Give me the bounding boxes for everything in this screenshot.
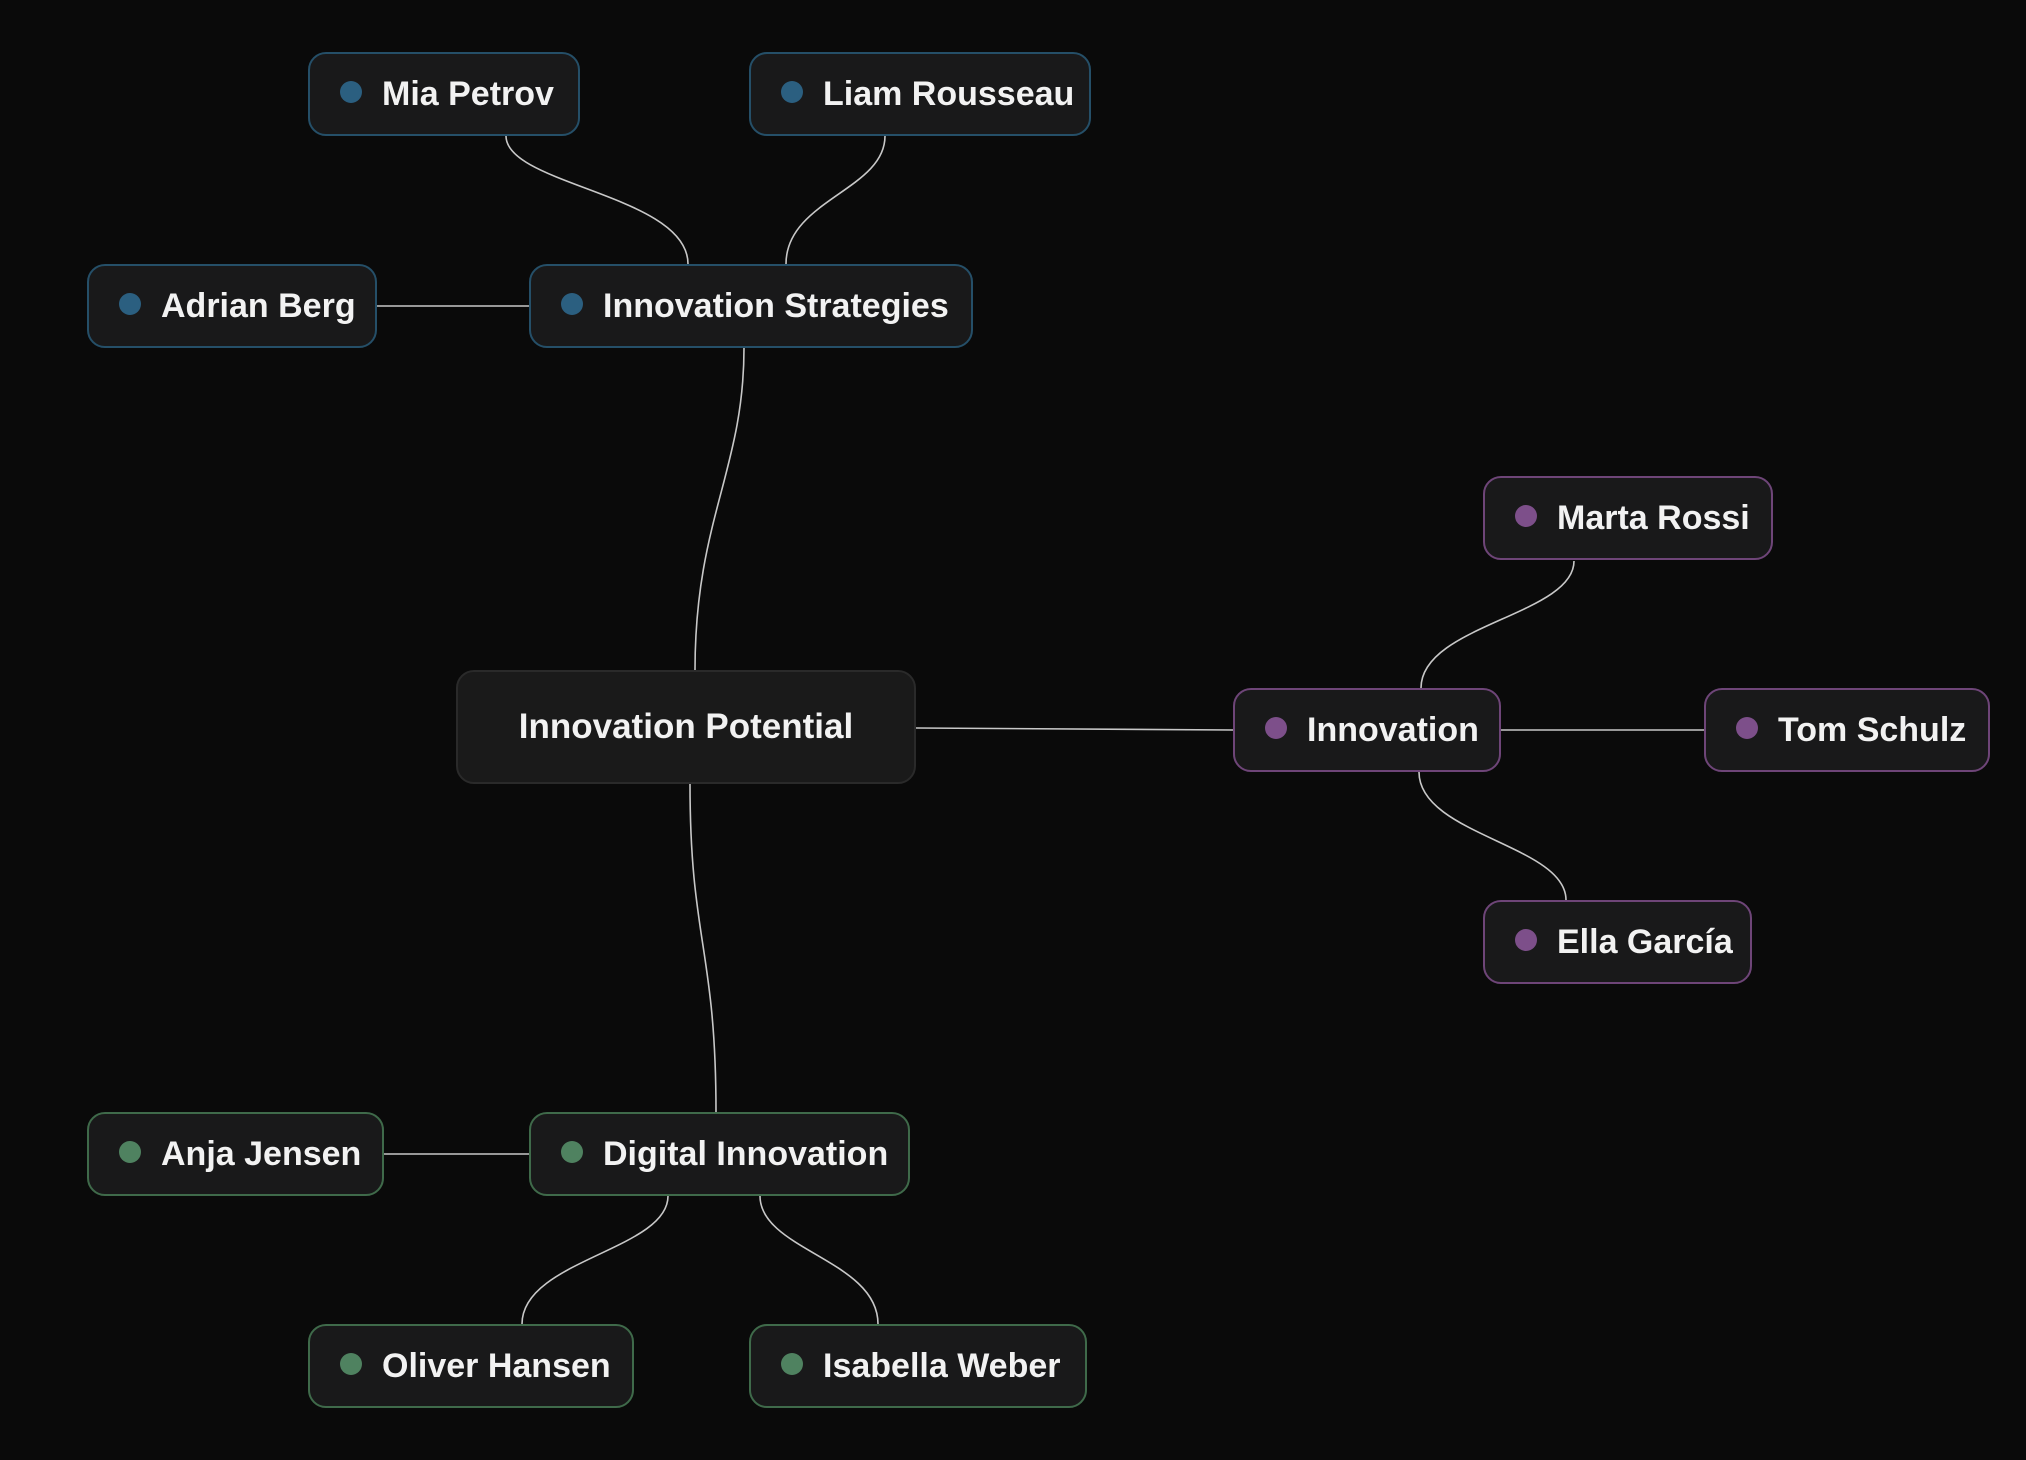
edge-strategies-liam-rousseau xyxy=(785,135,886,265)
edge-digital-oliver-hansen xyxy=(521,1195,669,1325)
branch-node-innovation-strategies[interactable]: Innovation Strategies xyxy=(529,264,973,348)
bullet-dot-icon xyxy=(561,293,583,315)
leaf-node-ella-garcia[interactable]: Ella García xyxy=(1483,900,1752,984)
leaf-node-label: Isabella Weber xyxy=(823,1346,1061,1385)
bullet-dot-icon xyxy=(1265,717,1287,739)
leaf-node-anja-jensen[interactable]: Anja Jensen xyxy=(87,1112,384,1196)
leaf-node-label: Liam Rousseau xyxy=(823,74,1075,113)
leaf-node-label: Anja Jensen xyxy=(161,1134,362,1173)
leaf-node-label: Marta Rossi xyxy=(1557,498,1750,537)
edge-innovation-marta-rossi xyxy=(1420,560,1575,689)
root-node[interactable]: Innovation Potential xyxy=(456,670,916,784)
edge-root-innovation xyxy=(915,727,1234,731)
bullet-dot-icon xyxy=(781,1353,803,1375)
bullet-dot-icon xyxy=(561,1141,583,1163)
leaf-node-label: Oliver Hansen xyxy=(382,1346,611,1385)
edge-root-innovation-strategies xyxy=(694,347,745,671)
leaf-node-isabella-weber[interactable]: Isabella Weber xyxy=(749,1324,1087,1408)
bullet-dot-icon xyxy=(119,1141,141,1163)
leaf-node-liam-rousseau[interactable]: Liam Rousseau xyxy=(749,52,1091,136)
bullet-dot-icon xyxy=(340,81,362,103)
bullet-dot-icon xyxy=(1736,717,1758,739)
leaf-node-label: Adrian Berg xyxy=(161,286,356,325)
bullet-dot-icon xyxy=(119,293,141,315)
edge-strategies-mia-petrov xyxy=(505,135,689,265)
branch-node-label: Innovation Strategies xyxy=(603,286,949,325)
bullet-dot-icon xyxy=(340,1353,362,1375)
leaf-node-label: Ella García xyxy=(1557,922,1733,961)
bullet-dot-icon xyxy=(1515,505,1537,527)
branch-node-label: Innovation xyxy=(1307,710,1479,749)
root-node-label: Innovation Potential xyxy=(518,707,854,746)
bullet-dot-icon xyxy=(1515,929,1537,951)
leaf-node-marta-rossi[interactable]: Marta Rossi xyxy=(1483,476,1773,560)
edge-digital-isabella-weber xyxy=(759,1195,879,1325)
leaf-node-tom-schulz[interactable]: Tom Schulz xyxy=(1704,688,1990,772)
edge-root-digital-innovation xyxy=(689,783,717,1113)
leaf-node-label: Tom Schulz xyxy=(1778,710,1967,749)
branch-node-digital-innovation[interactable]: Digital Innovation xyxy=(529,1112,910,1196)
leaf-node-adrian-berg[interactable]: Adrian Berg xyxy=(87,264,377,348)
leaf-node-oliver-hansen[interactable]: Oliver Hansen xyxy=(308,1324,634,1408)
leaf-node-mia-petrov[interactable]: Mia Petrov xyxy=(308,52,580,136)
edge-innovation-ella-garcia xyxy=(1418,771,1567,901)
leaf-node-label: Mia Petrov xyxy=(382,74,554,113)
bullet-dot-icon xyxy=(781,81,803,103)
branch-node-label: Digital Innovation xyxy=(603,1134,889,1173)
branch-node-innovation[interactable]: Innovation xyxy=(1233,688,1501,772)
